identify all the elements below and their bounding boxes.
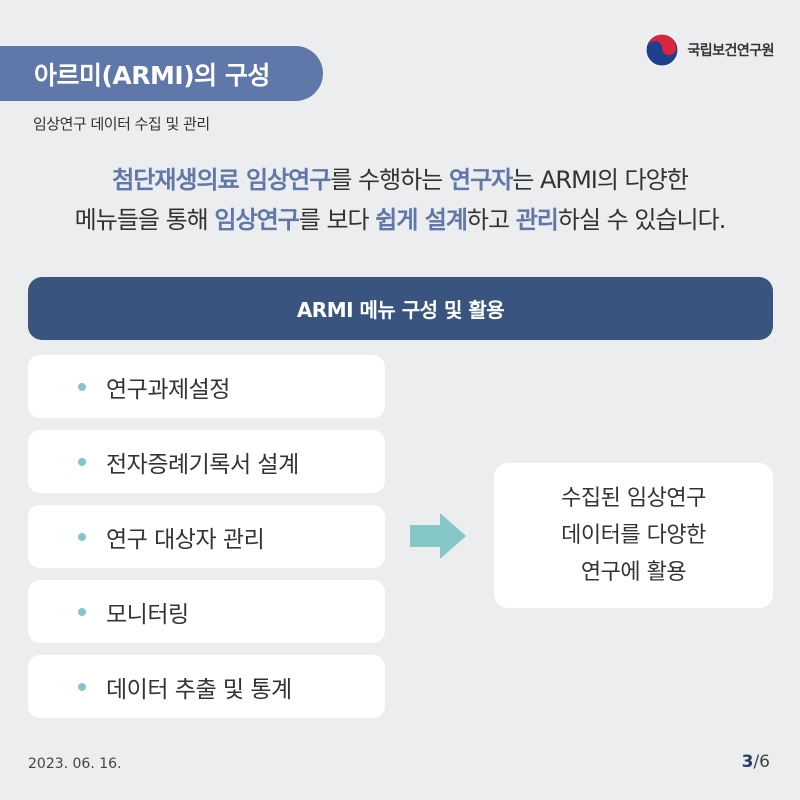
arrow-right-icon: [410, 513, 466, 559]
page-current: 3: [741, 752, 754, 772]
publish-date: 2023. 06. 16.: [28, 756, 122, 772]
menu-item-label: 연구 대상자 관리: [106, 526, 265, 553]
intro-text-segment: 를 보다: [298, 206, 376, 234]
menu-section-header: ARMI 메뉴 구성 및 활용: [28, 277, 773, 340]
org-branding: 국립보건연구원: [645, 33, 774, 67]
menu-item-subject-management: 연구 대상자 관리: [28, 505, 385, 568]
page-total: /6: [753, 752, 770, 772]
result-line-3: 연구에 활용: [580, 560, 687, 585]
menu-item-data-export: 데이터 추출 및 통계: [28, 655, 385, 718]
menu-item-label: 모니터링: [106, 601, 189, 628]
page-title-text: 아르미(ARMI)의 구성: [34, 60, 270, 90]
bullet-icon: [78, 607, 86, 616]
intro-text-segment: 는 ARMI의 다양한: [512, 166, 689, 194]
intro-text-segment: 하고: [466, 206, 516, 234]
menu-list: 연구과제설정 전자증례기록서 설계 연구 대상자 관리 모니터링 데이터 추출 …: [28, 355, 385, 730]
korea-government-emblem-icon: [645, 33, 679, 67]
intro-text: 첨단재생의료 임상연구를 수행하는 연구자는 ARMI의 다양한 메뉴들을 통해…: [0, 160, 800, 240]
intro-line-2: 메뉴들을 통해 임상연구를 보다 쉽게 설계하고 관리하실 수 있습니다.: [0, 200, 800, 240]
page-title: 아르미(ARMI)의 구성: [0, 46, 323, 101]
result-line-2: 데이터를 다양한: [561, 523, 706, 548]
menu-item-label: 데이터 추출 및 통계: [106, 676, 292, 703]
intro-text-segment: 메뉴들을 통해: [74, 206, 215, 234]
menu-section-header-text: ARMI 메뉴 구성 및 활용: [296, 298, 505, 322]
intro-highlight-text: 쉽게 설계: [375, 206, 468, 234]
intro-highlight-text: 연구자: [449, 166, 513, 194]
intro-text-segment: 하실 수 있습니다.: [557, 206, 726, 234]
result-box: 수집된 임상연구 데이터를 다양한 연구에 활용: [494, 463, 773, 608]
org-name: 국립보건연구원: [687, 43, 774, 59]
result-line-1: 수집된 임상연구: [561, 486, 706, 511]
intro-line-1: 첨단재생의료 임상연구를 수행하는 연구자는 ARMI의 다양한: [0, 160, 800, 200]
intro-text-segment: 를 수행하는: [330, 166, 450, 194]
bullet-icon: [78, 682, 86, 691]
intro-highlight-text: 관리: [515, 206, 559, 234]
menu-item-ecrf-design: 전자증례기록서 설계: [28, 430, 385, 493]
page-indicator: 3/6: [742, 752, 770, 772]
bullet-icon: [78, 532, 86, 541]
page-subtitle: 임상연구 데이터 수집 및 관리: [33, 115, 210, 133]
menu-item-label: 전자증례기록서 설계: [106, 451, 299, 478]
intro-highlight-text: 첨단재생의료 임상연구: [112, 166, 331, 194]
bullet-icon: [78, 457, 86, 466]
intro-highlight-text: 임상연구: [214, 206, 299, 234]
menu-item-monitoring: 모니터링: [28, 580, 385, 643]
menu-item-label: 연구과제설정: [106, 376, 230, 403]
bullet-icon: [78, 382, 86, 391]
menu-item-project-setup: 연구과제설정: [28, 355, 385, 418]
